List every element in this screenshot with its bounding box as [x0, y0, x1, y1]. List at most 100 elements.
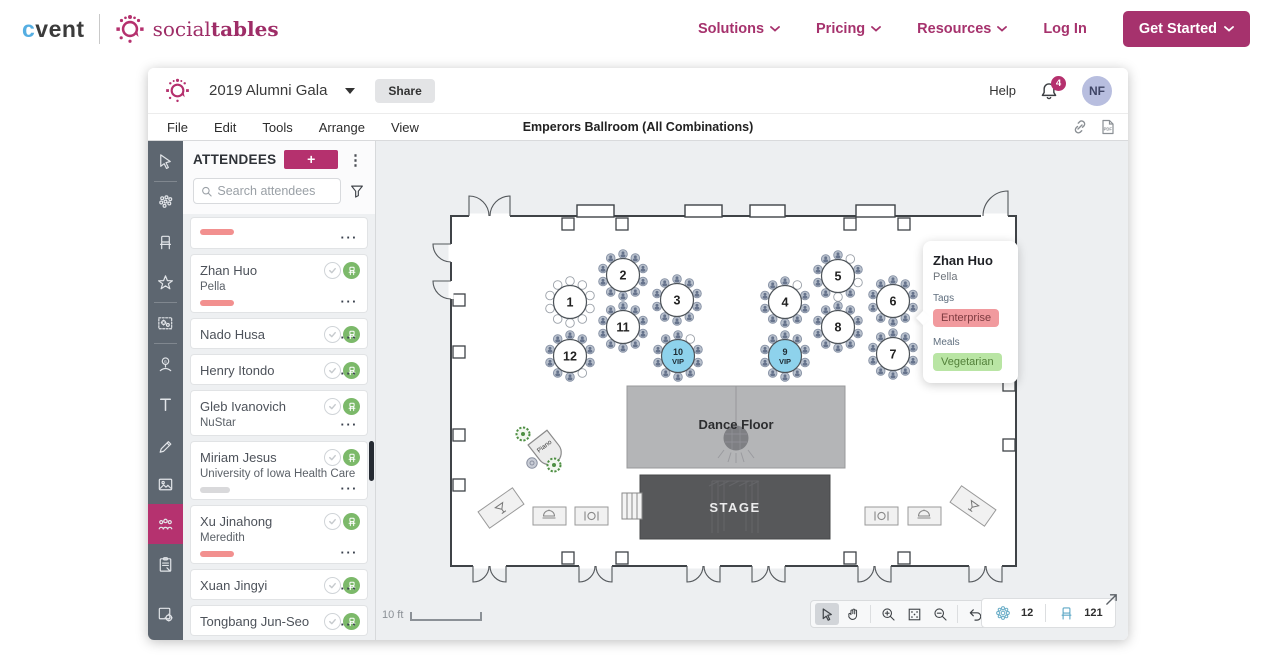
tool-attendees[interactable]: [148, 504, 183, 544]
checkin-status-icon[interactable]: [324, 398, 341, 415]
buffet-table[interactable]: [907, 506, 942, 526]
nav-pricing[interactable]: Pricing: [816, 21, 882, 37]
table-3[interactable]: 3: [652, 274, 702, 326]
tool-seating-view[interactable]: 6: [148, 344, 183, 384]
avatar[interactable]: NF: [1082, 75, 1112, 106]
attendee-card[interactable]: Tongbang Jun-Seo: [191, 606, 367, 635]
select-tool-button[interactable]: [815, 603, 839, 625]
attendee-more-options-icon[interactable]: [341, 330, 359, 345]
checkin-status-icon[interactable]: [324, 449, 341, 466]
table-8[interactable]: 8: [813, 301, 863, 353]
table-1[interactable]: 1: [545, 276, 595, 328]
attendee-more-options-icon[interactable]: [341, 417, 359, 432]
event-title[interactable]: 2019 Alumni Gala: [209, 82, 328, 99]
table-4[interactable]: 4: [760, 276, 810, 328]
image-icon: [158, 478, 173, 490]
export-pdf-icon[interactable]: PDF: [1099, 118, 1116, 136]
checkin-status-icon[interactable]: [324, 513, 341, 530]
checkin-status-icon[interactable]: [324, 362, 341, 379]
stage[interactable]: STAGE: [621, 474, 831, 540]
menu-file[interactable]: File: [167, 119, 188, 135]
search-input[interactable]: [217, 184, 333, 198]
attendee-more-options-icon[interactable]: [341, 581, 359, 596]
expand-canvas-icon[interactable]: [1105, 593, 1118, 606]
checkin-status-icon[interactable]: [324, 262, 341, 279]
attendee-more-options-icon[interactable]: [341, 366, 359, 381]
attendee-card[interactable]: Xu Jinahong Meredith: [191, 506, 367, 563]
attendee-more-options-icon[interactable]: [341, 545, 359, 560]
brand-logo[interactable]: cvent socialtables: [22, 13, 279, 45]
attendee-more-options-icon[interactable]: [341, 617, 359, 632]
seated-status-icon[interactable]: [343, 513, 360, 530]
plant-icon: [515, 426, 531, 442]
attendee-more-options-icon[interactable]: [341, 294, 359, 309]
nav-solutions[interactable]: Solutions: [698, 21, 780, 37]
svg-text:2: 2: [620, 269, 627, 283]
tool-floorplan-settings[interactable]: [148, 594, 183, 634]
share-link-icon[interactable]: [1071, 118, 1089, 136]
attendee-card[interactable]: [191, 218, 367, 248]
menu-arrange[interactable]: Arrange: [318, 119, 365, 135]
nav-resources[interactable]: Resources: [917, 21, 1008, 37]
attendee-more-options-icon[interactable]: [341, 230, 359, 245]
menu-tools[interactable]: Tools: [262, 119, 293, 135]
notifications-bell[interactable]: 4: [1038, 75, 1066, 102]
attendee-card[interactable]: Gleb Ivanovich NuStar: [191, 391, 367, 435]
tool-objects[interactable]: [148, 182, 183, 222]
attendee-card[interactable]: Zhan Huo Pella: [191, 255, 367, 312]
place-setting-table[interactable]: [864, 506, 899, 526]
help-link[interactable]: Help: [989, 83, 1016, 98]
dance-floor[interactable]: Dance Floor: [626, 385, 846, 469]
diagram-canvas[interactable]: Dance Floor STAGE: [376, 141, 1128, 640]
checkin-status-icon[interactable]: [324, 577, 341, 594]
table-11[interactable]: 11: [598, 301, 648, 353]
attendee-card[interactable]: Nado Husa: [191, 319, 367, 348]
checkin-status-icon[interactable]: [324, 613, 341, 630]
bar-table[interactable]: [949, 485, 997, 527]
seated-status-icon[interactable]: [343, 449, 360, 466]
panel-scrollbar[interactable]: [369, 441, 374, 481]
tool-checklist[interactable]: [148, 544, 183, 584]
table-5[interactable]: 5: [813, 250, 863, 302]
filter-funnel-icon[interactable]: [349, 183, 365, 199]
pan-tool-button[interactable]: [841, 603, 865, 625]
attendee-search[interactable]: [193, 178, 341, 204]
menu-edit[interactable]: Edit: [213, 119, 237, 135]
table-2[interactable]: 2: [598, 249, 648, 301]
panel-more-options-icon[interactable]: [346, 151, 365, 169]
share-button[interactable]: Share: [375, 78, 435, 103]
tool-draw[interactable]: [148, 424, 183, 464]
zoom-fit-button[interactable]: [902, 603, 926, 625]
table-6[interactable]: 6: [868, 275, 918, 327]
tool-furniture[interactable]: [148, 222, 183, 262]
tool-select[interactable]: [148, 141, 183, 181]
tool-image[interactable]: [148, 464, 183, 504]
attendee-card[interactable]: Miriam Jesus University of Iowa Health C…: [191, 442, 367, 499]
table-7[interactable]: 7: [868, 328, 918, 380]
buffet-table[interactable]: [532, 506, 567, 526]
attendee-more-options-icon[interactable]: [341, 481, 359, 496]
place-setting-table[interactable]: [574, 506, 609, 526]
table-12[interactable]: 12: [545, 330, 595, 382]
attendee-list[interactable]: Zhan Huo Pella Nado Husa Henry Itondo: [183, 214, 375, 640]
login-link[interactable]: Log In: [1043, 21, 1087, 37]
tool-auto-layout[interactable]: [148, 303, 183, 343]
bar-table[interactable]: [477, 487, 525, 529]
tool-text[interactable]: [148, 384, 183, 424]
zoom-out-button[interactable]: [928, 603, 952, 625]
get-started-button[interactable]: Get Started: [1122, 11, 1250, 47]
attendee-card[interactable]: Xuan Jingyi: [191, 570, 367, 599]
menu-view[interactable]: View: [390, 119, 419, 135]
undo-button[interactable]: [963, 603, 987, 625]
tool-shapes[interactable]: [148, 262, 183, 302]
event-title-caret-icon[interactable]: [345, 87, 356, 94]
seated-status-icon[interactable]: [343, 398, 360, 415]
checkin-status-icon[interactable]: [324, 326, 341, 343]
svg-text:11: 11: [616, 321, 629, 335]
add-attendee-button[interactable]: +: [284, 150, 338, 169]
attendee-card[interactable]: Henry Itondo: [191, 355, 367, 384]
seated-status-icon[interactable]: [343, 262, 360, 279]
zoom-in-button[interactable]: [876, 603, 900, 625]
